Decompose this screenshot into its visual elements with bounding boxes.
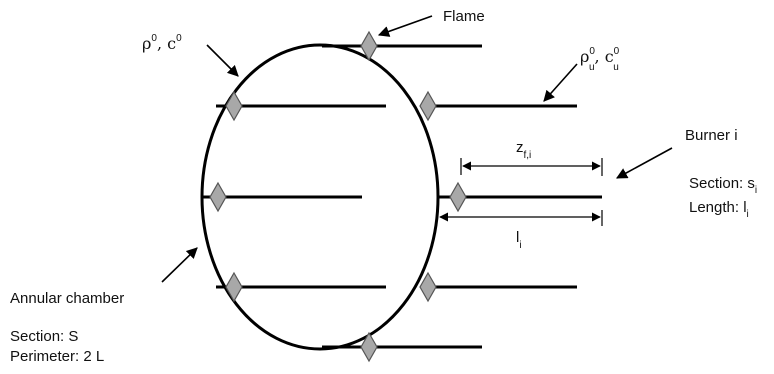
burner-section-label: Section: si xyxy=(689,175,757,196)
flame-diamond xyxy=(419,271,437,303)
flame-diamond xyxy=(209,181,227,213)
chamber-name-label: Annular chamber xyxy=(10,290,124,307)
chamber-props-arrow xyxy=(206,44,239,77)
flame-markers xyxy=(209,30,467,363)
flame-diamond xyxy=(419,90,437,122)
flame-label: Flame xyxy=(443,8,485,25)
burner-length-label: Length: li xyxy=(689,199,749,220)
annular-chamber-arrow xyxy=(161,247,198,283)
burner-name-label: Burner i xyxy=(685,127,738,144)
flame-arrow xyxy=(377,15,433,37)
chamber-perimeter-label: Perimeter: 2 L xyxy=(10,348,104,365)
burner-i-arrow xyxy=(616,147,673,179)
flame-diamond xyxy=(225,90,243,122)
flame-diamond xyxy=(360,331,378,363)
chamber-section-label: Section: S xyxy=(10,328,78,345)
flame-diamond xyxy=(225,271,243,303)
flame-diamond xyxy=(449,181,467,213)
zf-label: zf,i xyxy=(516,139,531,161)
burner-props-arrow xyxy=(543,63,578,102)
li-label: li xyxy=(516,229,522,251)
chamber-properties-label: ρ0, c0 xyxy=(142,33,182,53)
flame-diamond xyxy=(360,30,378,62)
